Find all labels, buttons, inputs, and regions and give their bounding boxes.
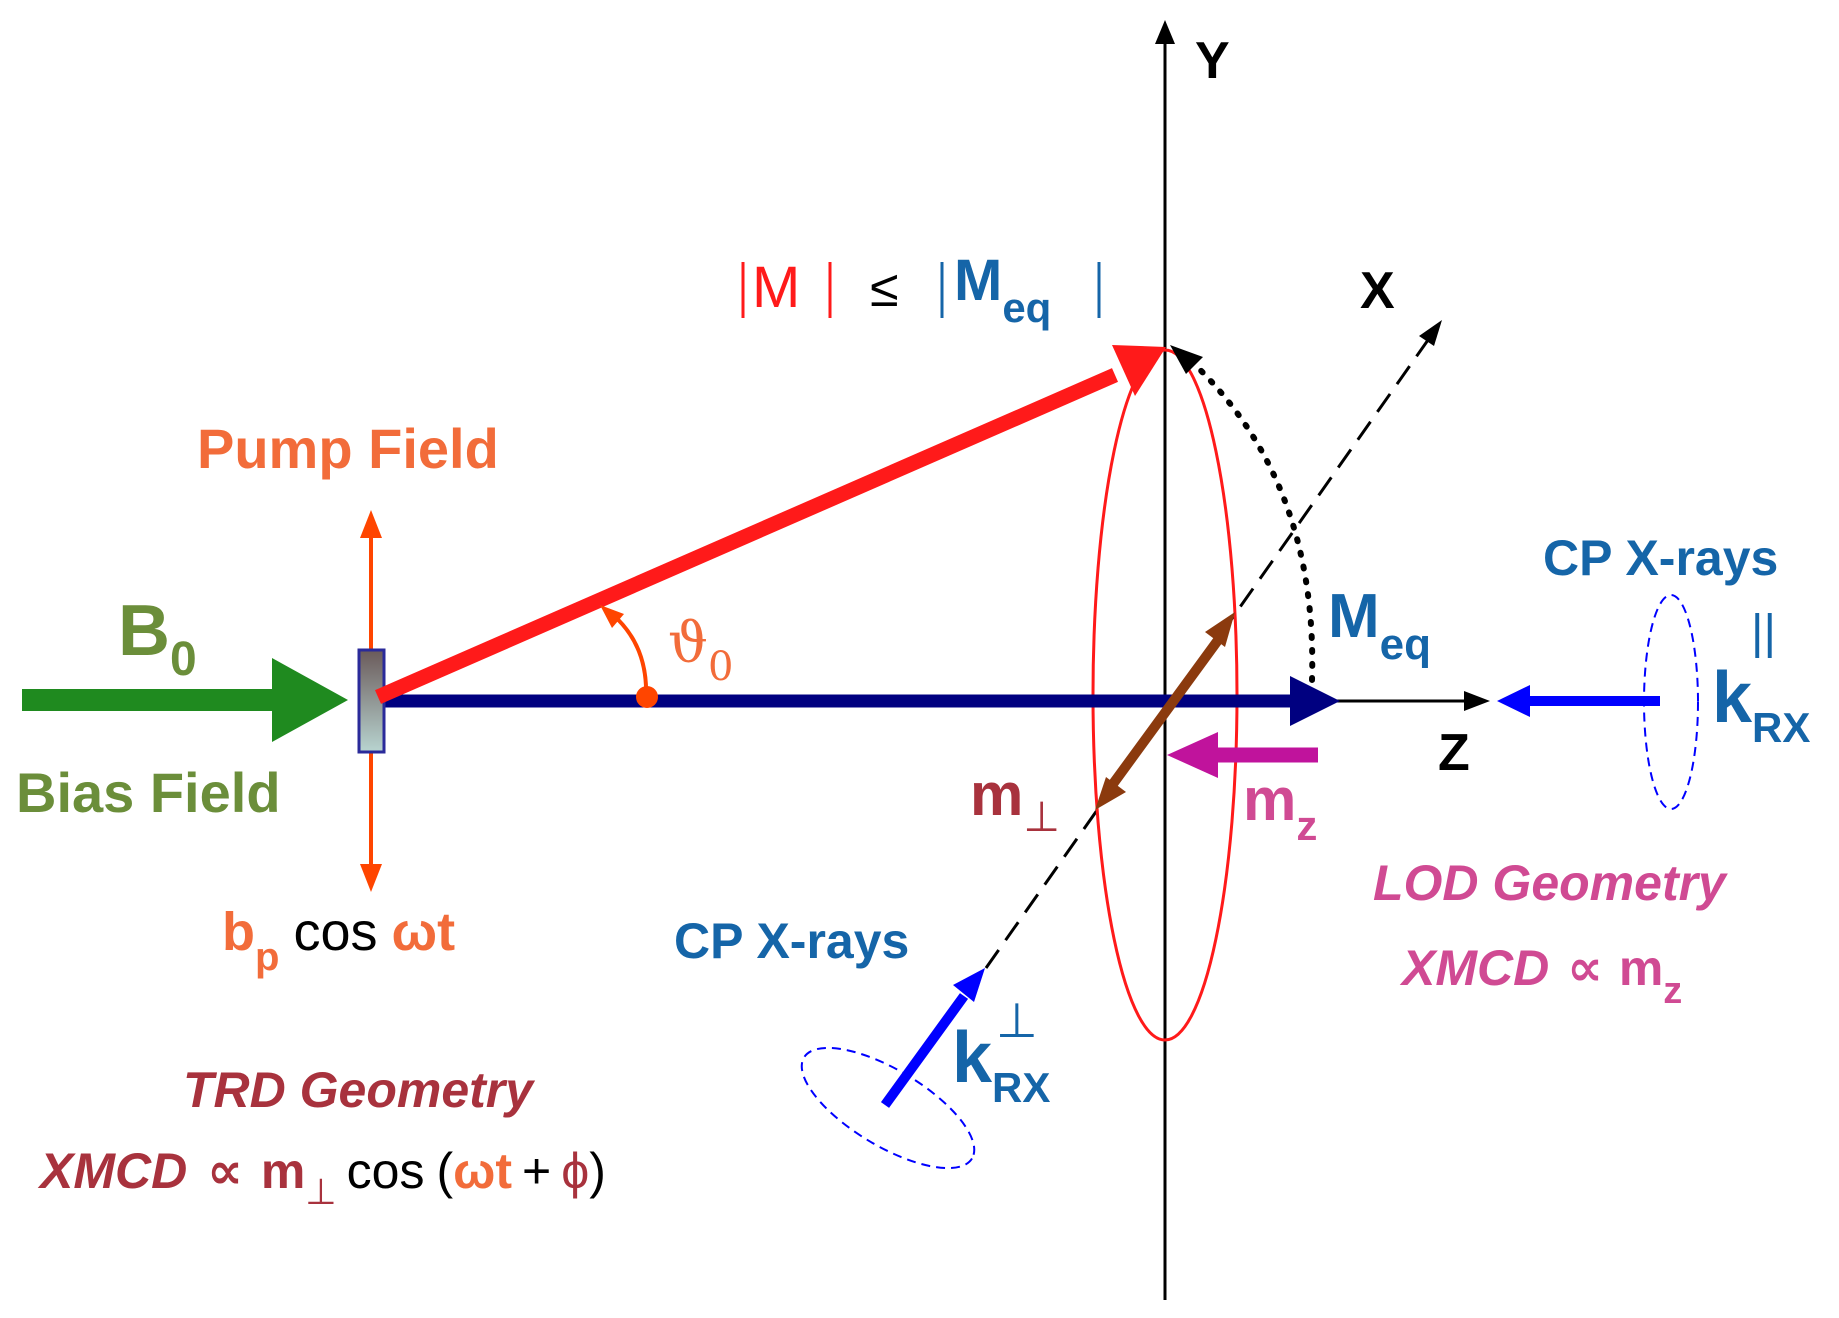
- k-parallel-sup: ||: [1751, 606, 1776, 659]
- trd-xmcd-expression: XMCD∝m⊥cos(ωt+ϕ): [37, 1143, 606, 1212]
- precession-arc: [1187, 357, 1316, 683]
- k-parallel-arrow: [1497, 685, 1660, 717]
- magnitude-relation: M ≤ Meq: [741, 248, 1101, 331]
- trd-geometry-title: TRD Geometry: [183, 1062, 535, 1118]
- z-axis-label: Z: [1438, 724, 1470, 782]
- k-perp-polarization: [800, 1046, 976, 1170]
- svg-text:Meq: Meq: [954, 248, 1051, 331]
- y-axis: [1155, 20, 1175, 1300]
- k-perp-sup: ⊥: [996, 995, 1038, 1048]
- theta0-label: ϑ0: [668, 611, 733, 690]
- bias-field-arrow: [22, 658, 348, 742]
- k-perp-label: kRX: [952, 1018, 1050, 1111]
- pump-field-label: Pump Field: [197, 417, 499, 480]
- meq-symbol: M: [954, 248, 1002, 313]
- m-z-arrow: [1167, 732, 1318, 778]
- precession-arc-arrowhead: [1170, 345, 1203, 374]
- k-perp-arrow: [880, 968, 985, 1108]
- k-parallel-label: kRX: [1712, 658, 1810, 751]
- cp-xrays-right-label: CP X-rays: [1543, 530, 1778, 586]
- b0-label: B0: [118, 591, 197, 686]
- m-perp-arrow: [1095, 612, 1235, 810]
- x-axis-label: X: [1360, 262, 1395, 320]
- lod-geometry-title: LOD Geometry: [1373, 855, 1728, 911]
- meq-arrow: [378, 676, 1340, 726]
- leq-symbol: ≤: [870, 260, 899, 318]
- y-axis-label: Y: [1195, 32, 1230, 90]
- z-axis: [1330, 691, 1490, 711]
- m-z-label: mz: [1243, 766, 1317, 849]
- k-parallel-polarization: [1643, 594, 1699, 810]
- cp-xrays-left-label: CP X-rays: [674, 913, 909, 969]
- bias-field-label: Bias Field: [16, 761, 281, 824]
- lod-xmcd-expression: XMCD∝mz: [1399, 940, 1682, 1012]
- m-perp-label: m⊥: [970, 761, 1060, 840]
- m-vector-arrow: [374, 345, 1166, 704]
- theta-angle: [600, 605, 658, 708]
- m-symbol: M: [752, 255, 800, 320]
- meq-subscript: eq: [1002, 284, 1051, 331]
- meq-label: Meq: [1328, 582, 1431, 669]
